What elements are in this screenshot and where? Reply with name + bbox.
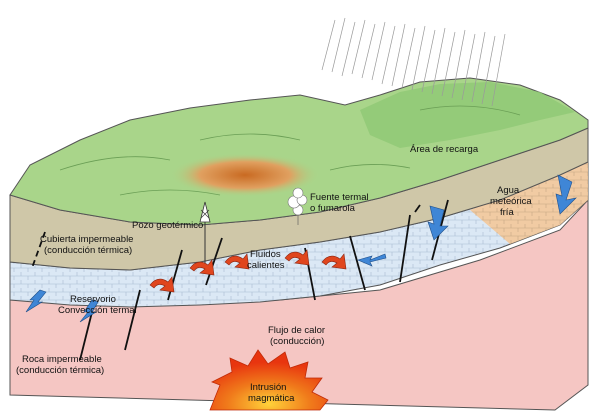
steam-plume-icon	[287, 187, 308, 225]
label-hot-fluids-2: calientes	[247, 260, 285, 271]
warm-reservoir-zone	[470, 162, 588, 244]
label-reservoir-2: Convección termal	[58, 305, 137, 316]
label-magma-1: Intrusión	[250, 382, 286, 393]
magma-burst-icon	[209, 349, 329, 411]
label-magma-2: magmática	[248, 393, 295, 404]
label-impermeable-rock-2: (conducción térmica)	[16, 365, 104, 376]
label-hot-spring-1: Fuente termal	[310, 192, 369, 203]
hot-fluid-arrow-icon	[149, 249, 347, 293]
label-caprock-2: (conducción térmica)	[44, 245, 132, 256]
cold-water-arrow-icon	[25, 174, 577, 323]
label-hot-spring-2: o fumarola	[310, 203, 356, 214]
label-meteoric-water-1: Agua	[497, 185, 520, 196]
label-recharge-area: Área de recarga	[410, 144, 479, 155]
mountain-ridge	[360, 82, 575, 148]
label-meteoric-water-2: meteórica	[490, 196, 532, 207]
label-impermeable-rock-1: Roca impermeable	[22, 354, 102, 365]
thermal-anomaly-zone	[170, 153, 320, 197]
label-geothermal-well: Pozo geotérmico	[132, 220, 203, 231]
label-heat-flow-2: (conducción)	[270, 336, 324, 347]
label-meteoric-water-3: fría	[500, 207, 514, 218]
well-derrick-icon	[199, 201, 211, 272]
label-caprock-1: Cubierta impermeable	[40, 234, 133, 245]
rain-cloud-icon	[321, 17, 506, 107]
label-hot-fluids-1: Fluidos	[250, 249, 281, 260]
terrain-contours	[59, 105, 521, 196]
label-reservoir-1: Reservorio	[70, 294, 116, 305]
label-heat-flow-1: Flujo de calor	[268, 325, 325, 336]
